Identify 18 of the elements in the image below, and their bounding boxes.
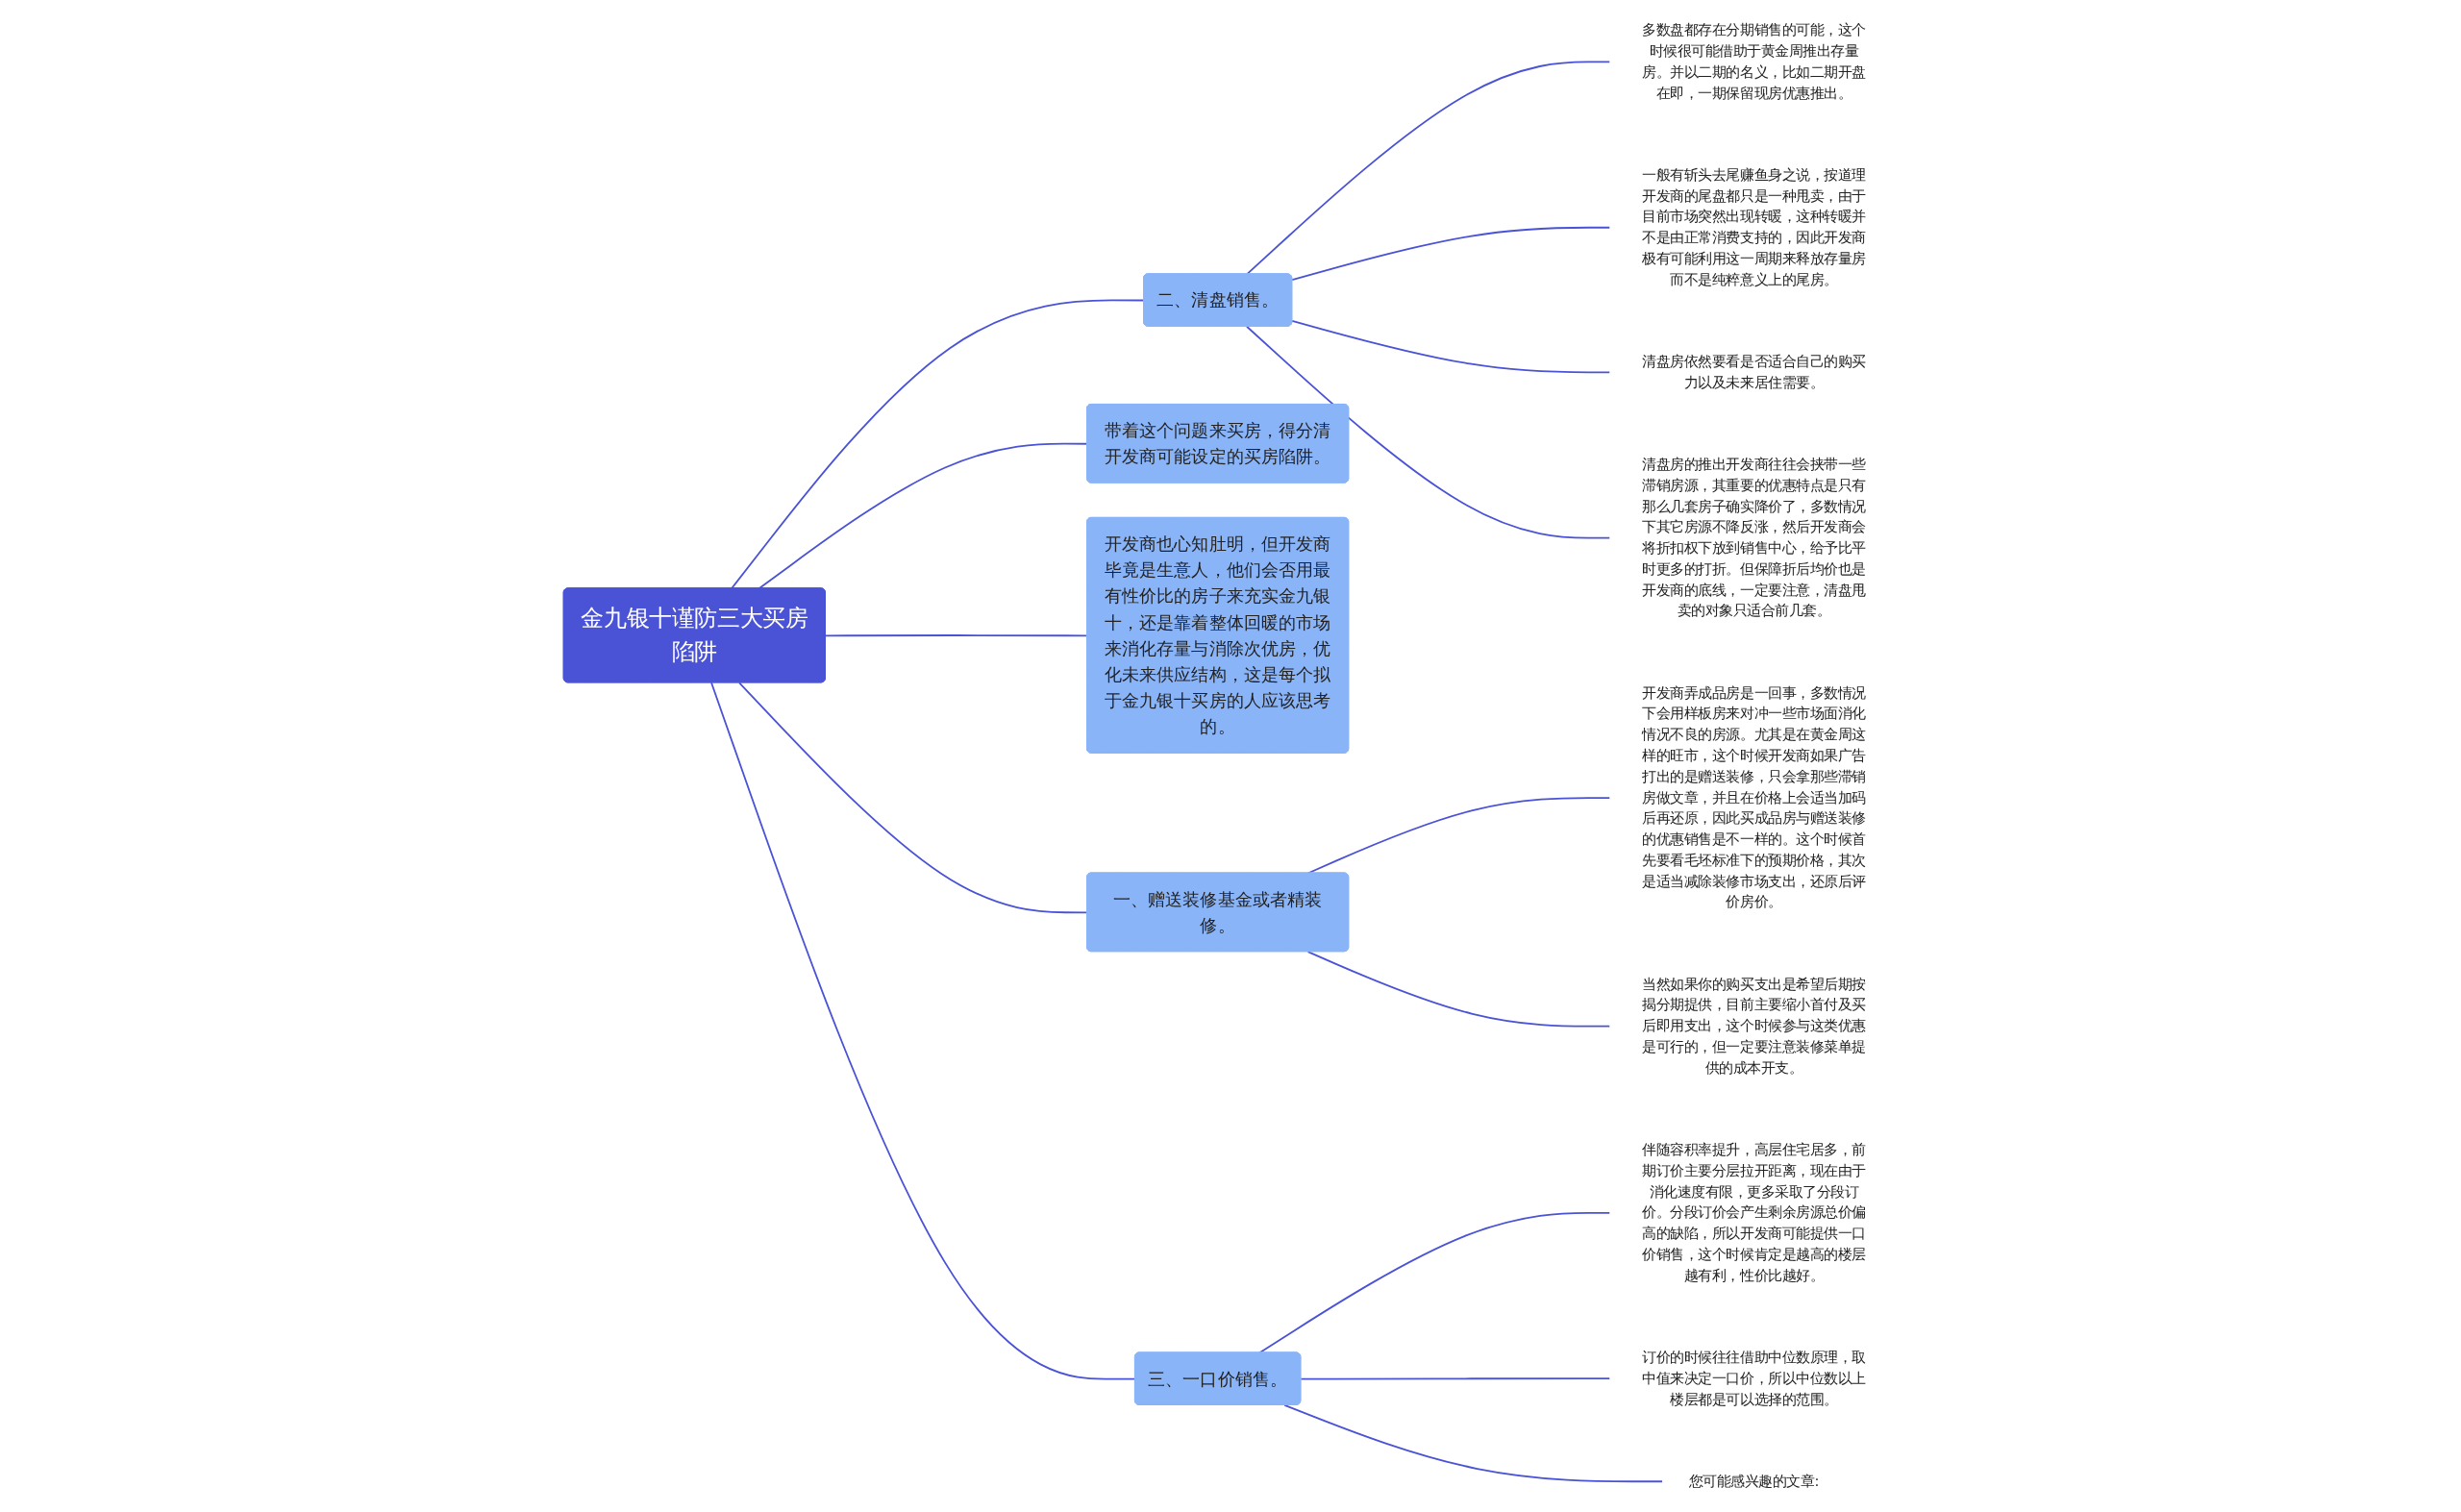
node-text: 一般有斩头去尾赚鱼身之说，按道理开发商的尾盘都只是一种甩卖，由于目前市场突然出现转暖，这种转暖并不是由正常消费支持的，因此开发商极有可能利用这一周期来释放存量房而不是纯粹意义上的尾房。 [1642,166,1866,288]
connector [1300,1377,1611,1380]
connector [737,682,1088,914]
connector [1245,325,1611,539]
connector [1291,319,1611,374]
connector [1283,1403,1664,1483]
node-text: 清盘房依然要看是否适合自己的购买力以及未来居住需要。 [1642,353,1866,391]
node-text: 订价的时候往往借助中位数原理，取中值来决定一口价，所以中位数以上楼层都是可以选择的范围。 [1642,1349,1866,1408]
connector [1291,226,1611,282]
node-text: 清盘房的推出开发商往往会挟带一些滞销房源，其重要的优惠特点是只有那么几套房子确实降价了，多数情况下其它房源不降反涨，然后开发商会将折扣权下放到销售中心，给予比平时更多的打折。但保障折后均价也是开发商的底线，一定要注意，清盘甩卖的对象只适合前几套。 [1642,456,1866,620]
node-text: 您可能感兴趣的文章: [1688,1473,1820,1490]
node-text: 当然如果你的购买支出是希望后期按揭分期提供，目前主要缩小首付及买后即用支出，这个时候参与这类优惠是可行的，但一定要注意装修菜单提供的成本开支。 [1642,976,1866,1077]
node-text: 伴随容积率提升，高层住宅居多，前期订价主要分层拉开距离，现在由于消化速度有限，更多采取了分段订价。分段订价会产生剩余房源总价偏高的缺陷，所以开发商可能提供一口价销售，这个时候肯定是越高的楼层越有利，性价比越好。 [1642,1141,1866,1284]
connector [824,634,1088,637]
node-text: 开发商弄成品房是一回事，多数情况下会用样板房来对冲一些市场面消化情况不良的房源。尤其是在黄金周这样的旺市，这个时候开发商如果广告打出的是赠送装修，只会拿那些滞销房做文章，并且在价格上会适当加码后再还原，因此买成品房与赠送装修的优惠销售是不一样的。这个时候首先要看毛坯标准下的预期价格，其次是适当减除装修市场支出，还原后评价房价。 [1642,684,1866,911]
node-text: 多数盘都存在分期销售的可能，这个时候很可能借助于黄金周推出存量房。并以二期的名义，比如二期开盘在即，一期保留现房优惠推出。 [1642,21,1866,102]
connector [1306,951,1611,1028]
connector [709,682,1136,1380]
